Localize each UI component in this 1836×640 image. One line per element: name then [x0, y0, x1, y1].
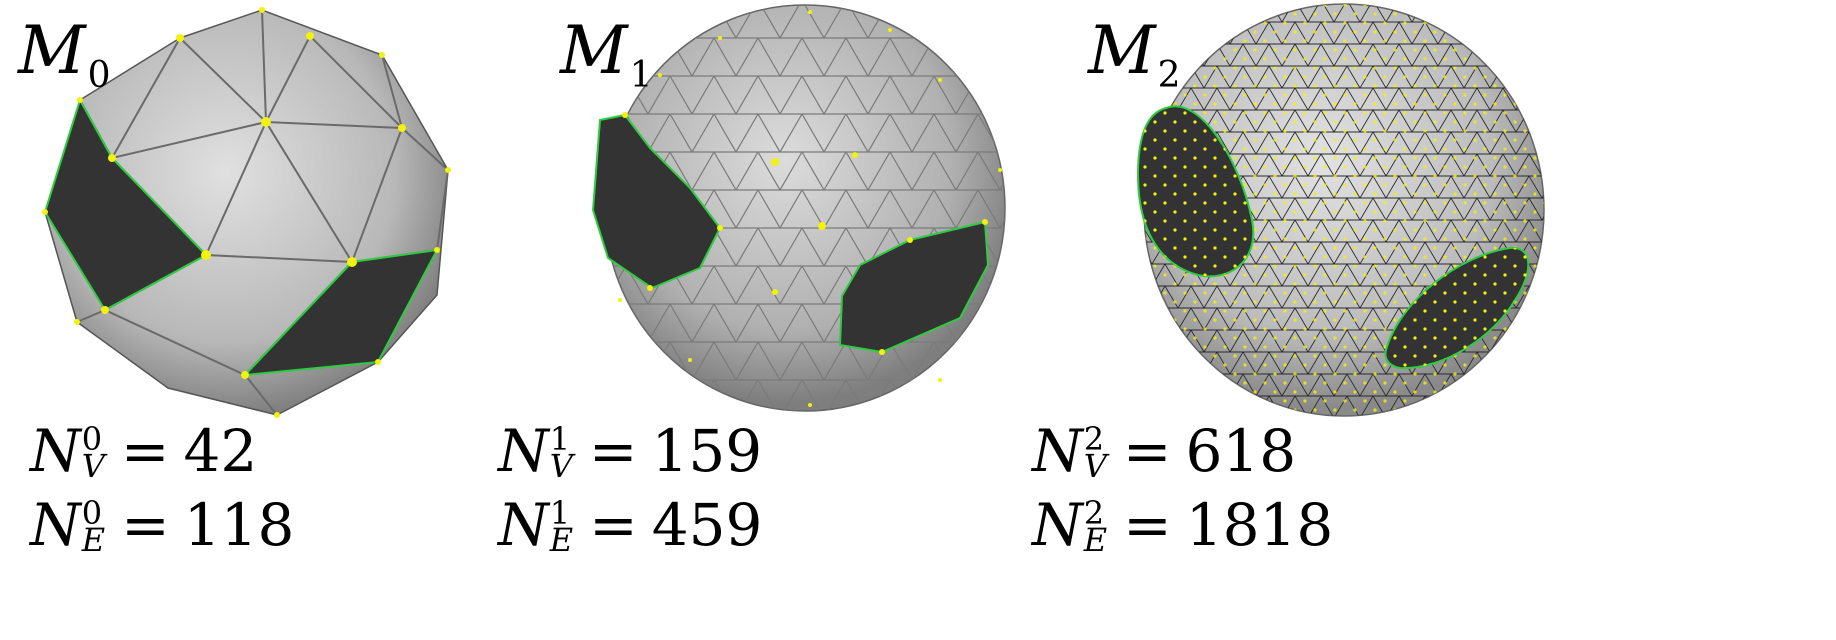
- hole-left: [591, 113, 722, 290]
- hole-left: [43, 97, 208, 312]
- mesh-render-2: [1136, 3, 1545, 417]
- mesh-label-1: M1: [560, 12, 653, 96]
- mesh-label-2: M2: [1088, 12, 1181, 96]
- mesh-render-1: [591, 4, 1006, 412]
- hole-right: [838, 220, 990, 354]
- vertex-markers: [618, 10, 1002, 407]
- vertex-markers: [42, 7, 451, 418]
- mesh-render-0: [42, 7, 451, 418]
- mesh-label-0: M0: [18, 12, 111, 96]
